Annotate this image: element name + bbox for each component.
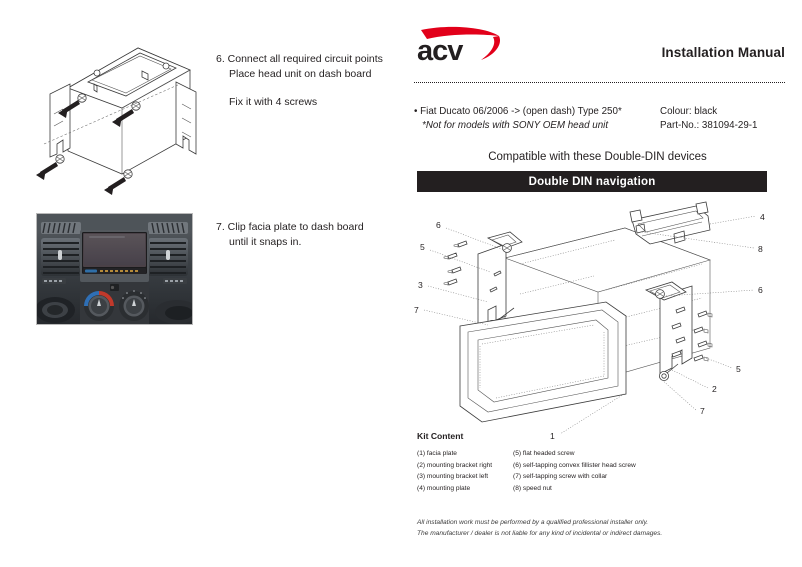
callout-7-left: 7: [414, 305, 419, 315]
double-din-banner: Double DIN navigation: [417, 171, 767, 192]
head-unit-drawing: [30, 26, 210, 201]
callout-3-left: 3: [418, 280, 423, 290]
callout-5-right: 5: [736, 364, 741, 374]
vehicle-part-no: Part-No.: 381094-29-1: [660, 120, 758, 131]
kit-item-1: (1) facia plate: [417, 450, 457, 457]
kit-content-list: (1) facia plate (5) flat headed screw (2…: [417, 448, 777, 494]
step-6-line-2: Place head unit on dash board: [229, 68, 372, 80]
kit-row: (4) mounting plate (8) speed nut: [417, 483, 777, 495]
left-column: 6. Connect all required circuit points P…: [18, 18, 400, 325]
compatibility-heading: Compatible with these Double-DIN devices: [488, 151, 707, 163]
header-row: acv Installation Manual: [410, 20, 785, 74]
disclaimer-line-2: The manufacturer / dealer is not liable …: [417, 529, 663, 537]
dashboard-photo: [36, 213, 193, 325]
callout-4: 4: [760, 212, 765, 222]
kit-row: (3) mounting bracket left (7) self-tappi…: [417, 471, 777, 483]
callout-7-right: 7: [700, 406, 705, 416]
kit-item-6: (6) self-tapping convex fillister head s…: [513, 461, 636, 469]
step-7-line-2: until it snaps in.: [229, 236, 302, 248]
vehicle-line-2: *Not for models with SONY OEM head unit …: [414, 119, 786, 133]
kit-item-5: (5) flat headed screw: [513, 450, 575, 457]
kit-row: (2) mounting bracket right (6) self-tapp…: [417, 460, 777, 472]
vehicle-info: • Fiat Ducato 06/2006 -> (open dash) Typ…: [414, 105, 786, 133]
kit-item-3: (3) mounting bracket left: [417, 473, 489, 481]
callout-6-right: 6: [758, 285, 763, 295]
vehicle-colour: Colour: black: [660, 106, 718, 117]
step-6-text: 6. Connect all required circuit points P…: [216, 52, 406, 110]
step-6-line-3: Fix it with 4 screws: [229, 96, 318, 108]
exploded-assembly-diagram: 6 5 3 7 4 8 6 5 2 7: [410, 198, 785, 440]
step-7-text: 7. Clip facia plate to dash board until …: [216, 220, 406, 250]
disclaimer-line-1: All installation work must be performed …: [417, 519, 649, 526]
callout-6-left: 6: [436, 220, 441, 230]
kit-item-4: (4) mounting plate: [417, 484, 471, 492]
callout-1: 1: [550, 431, 555, 440]
kit-item-2: (2) mounting bracket right: [417, 461, 493, 469]
header-divider: [414, 82, 785, 83]
kit-item-7: (7) self-tapping screw with collar: [513, 473, 608, 481]
kit-row: (1) facia plate (5) flat headed screw: [417, 448, 777, 460]
vehicle-model: • Fiat Ducato 06/2006 -> (open dash) Typ…: [414, 106, 622, 117]
page-title: Installation Manual: [661, 45, 785, 60]
callout-2: 2: [712, 384, 717, 394]
kit-content-title: Kit Content: [417, 431, 464, 441]
right-column: acv Installation Manual • Fiat Ducato 06…: [410, 20, 785, 537]
callout-5-left: 5: [420, 242, 425, 252]
callout-8: 8: [758, 244, 763, 254]
vehicle-line-1: • Fiat Ducato 06/2006 -> (open dash) Typ…: [414, 105, 786, 119]
step-7-line-1: 7. Clip facia plate to dash board: [216, 221, 364, 233]
legal-disclaimer: All installation work must be performed …: [417, 518, 777, 539]
acv-logo: acv: [415, 24, 507, 66]
kit-item-8: (8) speed nut: [513, 484, 552, 492]
vehicle-note: *Not for models with SONY OEM head unit: [422, 120, 609, 131]
svg-text:acv: acv: [417, 35, 463, 66]
step-6-line-1: 6. Connect all required circuit points: [216, 53, 383, 65]
